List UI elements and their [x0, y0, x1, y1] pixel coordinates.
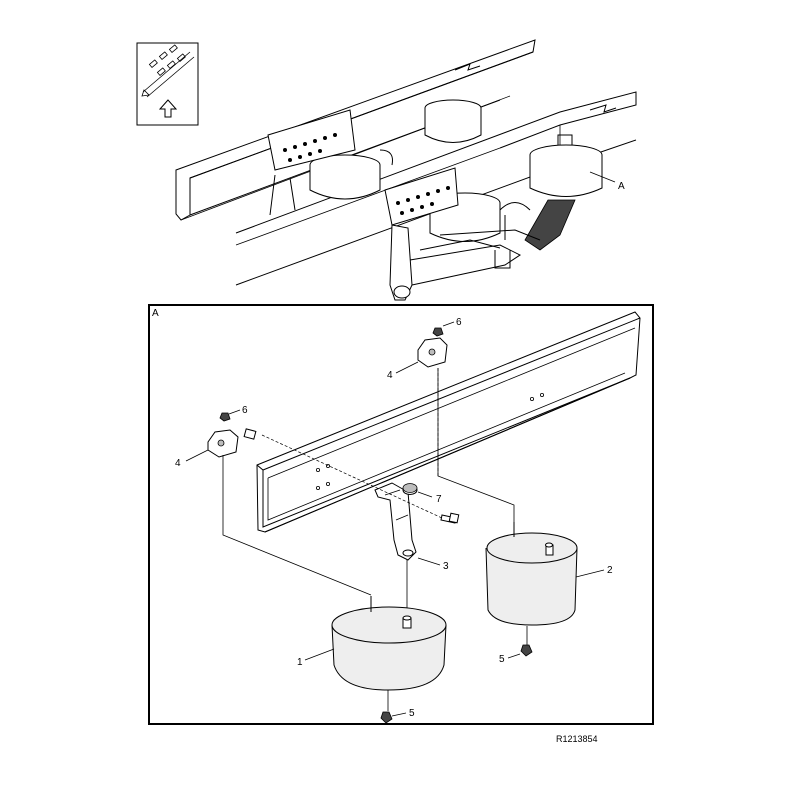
orientation-icon: [136, 42, 199, 126]
nut-7: [402, 483, 418, 495]
callout-3: 3: [443, 561, 449, 572]
callout-5-bottom: 5: [409, 708, 415, 719]
callout-6-lower: 6: [242, 405, 248, 416]
assembly-lines: [222, 368, 515, 608]
detail-view: A: [148, 304, 654, 725]
overview-callout-a: A: [618, 181, 625, 192]
callout-1: 1: [297, 657, 303, 668]
callout-4-upper: 4: [387, 370, 393, 381]
overview-frame-drawing: A: [175, 39, 637, 301]
overview-air-spring-left-front: [267, 109, 393, 216]
overview-air-spring-a: [524, 134, 603, 251]
overview-hanger-assembly: [389, 224, 541, 301]
mount-plate-4-lower: [207, 412, 239, 458]
air-spring-1: [331, 596, 447, 724]
detail-border: [148, 304, 654, 725]
callout-leaders: [185, 321, 605, 717]
overview-air-spring-left-rear: [424, 99, 482, 143]
callout-7: 7: [436, 494, 442, 505]
figure-reference: R1213854: [556, 734, 598, 744]
callout-6-upper: 6: [456, 317, 462, 328]
callout-4-lower: 4: [175, 458, 181, 469]
bolt: [261, 434, 460, 524]
detail-corner-label: A: [152, 308, 159, 319]
air-spring-2: [485, 522, 578, 657]
mount-plate-4-upper: [417, 327, 448, 368]
washer-left: [243, 428, 257, 440]
detail-frame-rail: [256, 311, 641, 533]
callout-5-right: 5: [499, 654, 505, 665]
callout-2: 2: [607, 565, 613, 576]
